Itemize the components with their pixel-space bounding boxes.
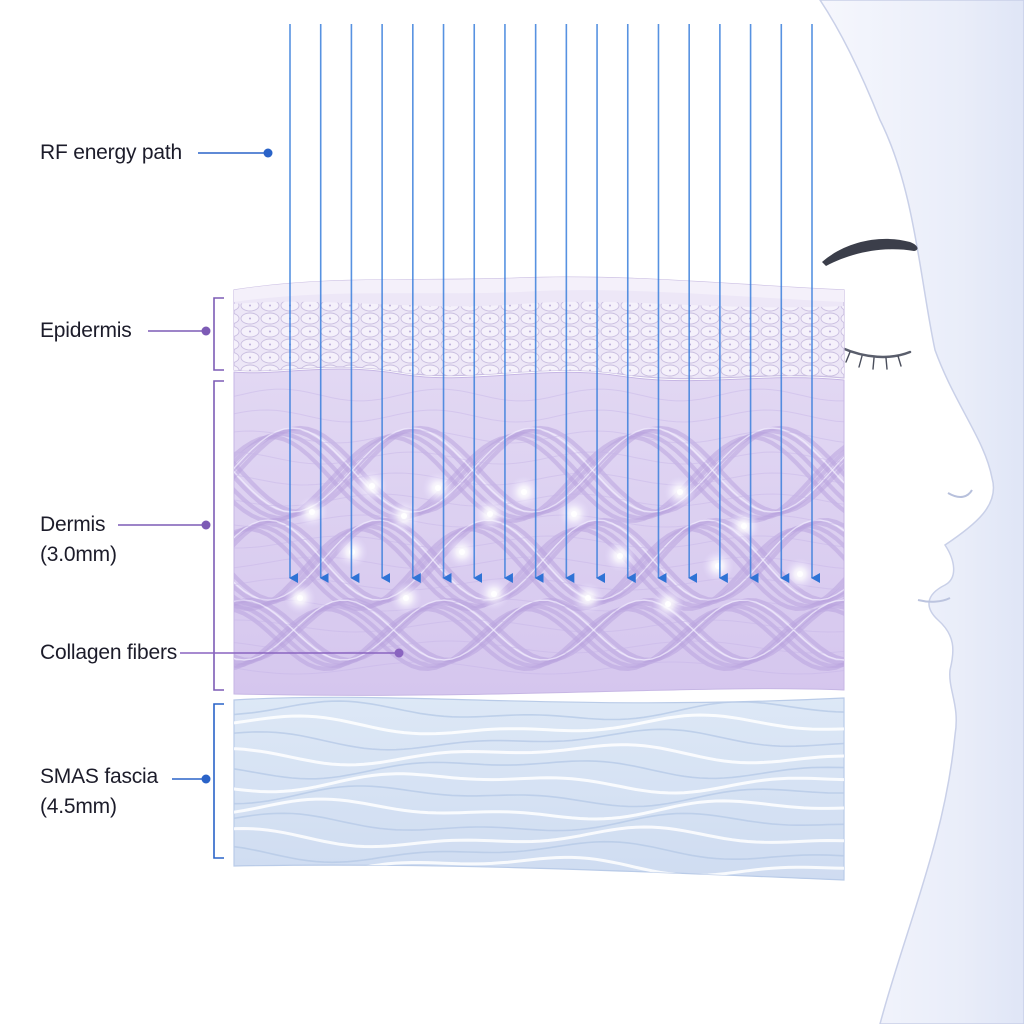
energy-glow-core [297, 595, 303, 601]
eyebrow [822, 238, 918, 266]
dermis-label-depth: (3.0mm) [40, 543, 117, 566]
energy-glow-core [741, 523, 747, 529]
energy-glow-core [677, 489, 683, 495]
dermis-label-name: Dermis [40, 513, 106, 536]
collagen-strand [234, 619, 844, 633]
fascia-strand [234, 825, 844, 849]
smas-bracket [213, 703, 224, 859]
smas-label-depth: (4.5mm) [40, 795, 117, 818]
fascia-fibers [234, 700, 844, 879]
dermis-bracket [213, 380, 224, 691]
closed-eye [840, 346, 912, 359]
energy-glow-core [401, 513, 407, 519]
collagen-strand [234, 435, 844, 523]
fascia-strand [234, 797, 844, 821]
nostril [947, 489, 973, 498]
smas-label-name: SMAS fascia [40, 765, 159, 788]
collagen-strand [234, 603, 844, 669]
fascia-strand [234, 772, 844, 795]
collagen-strand [234, 430, 844, 444]
collagen-strand [234, 519, 844, 601]
epidermis-label: Epidermis [40, 319, 132, 342]
eyelashes [845, 351, 902, 370]
collagen-strand [234, 431, 844, 521]
collagen-strand [234, 598, 844, 612]
epidermis-bracket [213, 297, 224, 371]
rf-leader-dot [263, 148, 273, 158]
face-silhouette [819, 0, 1024, 1024]
collagen-strand [234, 599, 844, 661]
collagen-strand [234, 661, 844, 675]
energy-glow-core [571, 511, 577, 517]
dermis-label: Dermis (3.0mm) [40, 510, 117, 570]
energy-glow-core [665, 601, 671, 607]
collagen-strand [234, 519, 844, 601]
collagen-strand [234, 599, 844, 661]
lips-line [917, 597, 951, 603]
collagen-strand [234, 388, 844, 402]
collagen-strand [234, 409, 844, 423]
rf-energy-arrows [289, 24, 820, 583]
energy-glow-core [403, 595, 409, 601]
dermis-layer [233, 368, 845, 696]
collagen-fibers-label: Collagen fibers [40, 641, 178, 664]
fascia-strand [234, 812, 844, 832]
energy-glow-core [521, 489, 527, 495]
fascia-strand [234, 700, 844, 721]
collagen-strand [234, 520, 844, 606]
energy-glow-core [491, 591, 497, 597]
collagen-strand [234, 472, 844, 486]
collagen-strand [234, 493, 844, 507]
collagen-strand [234, 427, 844, 513]
collagen-strand [234, 427, 844, 513]
smas-fascia-label: SMAS fascia (4.5mm) [40, 762, 158, 822]
fascia-strand [234, 785, 844, 808]
fascia-strand [234, 760, 844, 780]
energy-glow-core [617, 553, 623, 559]
collagen-strand [234, 556, 844, 570]
energy-glow-core [797, 571, 803, 577]
collagen-strand [234, 526, 844, 612]
energy-glow-core [585, 595, 591, 601]
energy-glow-core [459, 549, 465, 555]
label-leaders [118, 148, 404, 859]
fascia-strand [234, 840, 844, 864]
face-profile [819, 0, 1024, 1024]
fascia-strand [234, 728, 844, 751]
energy-glow-core [309, 509, 315, 515]
rf-energy-path-label: RF energy path [40, 141, 182, 164]
collagen-strand [234, 606, 844, 672]
epidermis-layer [233, 276, 845, 380]
energy-glow-core [369, 483, 375, 489]
fascia-strand [234, 743, 844, 767]
fascia-strand [234, 713, 844, 736]
smas-fascia-layer [233, 696, 845, 881]
collagen-strand [234, 451, 844, 465]
energy-glow-core [435, 485, 441, 491]
energy-glow-core [487, 511, 493, 517]
